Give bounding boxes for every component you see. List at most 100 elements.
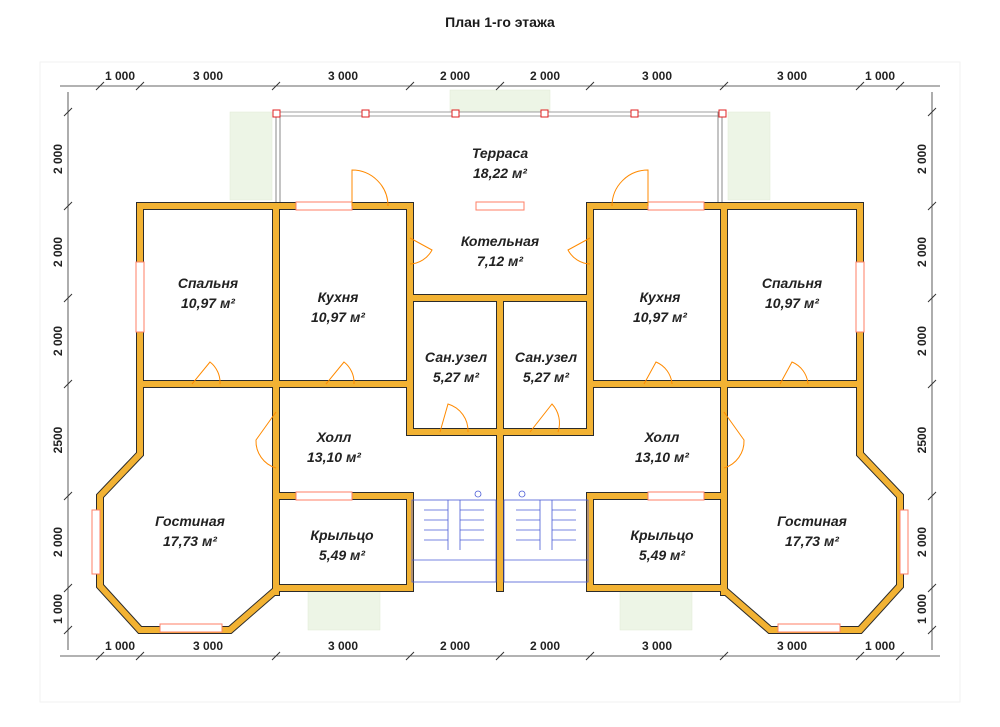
dim-label-right: 2 000 xyxy=(915,527,929,557)
dim-label-left: 2 000 xyxy=(51,237,65,267)
dim-tick-bottom xyxy=(855,651,865,661)
dim-label-bottom: 3 000 xyxy=(193,639,223,653)
room-area: 13,10 м² xyxy=(307,449,361,465)
dim-tick-right xyxy=(927,379,937,389)
dim-label-bottom: 2 000 xyxy=(440,639,470,653)
room-name: Терраса xyxy=(472,145,528,161)
wall-12 xyxy=(97,381,281,633)
room-label: Сан.узел 5,27 м² xyxy=(515,349,577,385)
room-label: Холл 13,10 м² xyxy=(635,429,689,465)
dim-tick-top xyxy=(895,81,905,91)
room-name: Крыльцо xyxy=(310,527,374,543)
dim-label-top: 3 000 xyxy=(193,69,223,83)
room-area: 10,97 м² xyxy=(181,295,235,311)
dim-label-bottom: 2 000 xyxy=(530,639,560,653)
dim-label-left: 2 000 xyxy=(51,326,65,356)
room-area: 10,97 м² xyxy=(765,295,819,311)
stairs-left xyxy=(411,490,497,583)
room-name: Крыльцо xyxy=(630,527,694,543)
wall-13 xyxy=(719,381,903,633)
dim-tick-right xyxy=(927,625,937,635)
dim-tick-right xyxy=(927,107,937,117)
dim-label-bottom: 1 000 xyxy=(105,639,135,653)
dim-tick-left xyxy=(63,201,73,211)
dim-tick-left xyxy=(63,107,73,117)
room-area: 5,27 м² xyxy=(433,369,479,385)
dim-tick-top xyxy=(405,81,415,91)
room-name: Спальня xyxy=(762,275,822,291)
dim-label-left: 2 000 xyxy=(51,144,65,174)
room-name: Сан.узел xyxy=(515,349,577,365)
dim-tick-right xyxy=(927,491,937,501)
plan-title: План 1-го этажа xyxy=(445,14,555,30)
room-label: Холл 13,10 м² xyxy=(307,429,361,465)
wall-outline-13 xyxy=(718,380,904,634)
dim-label-top: 3 000 xyxy=(328,69,358,83)
dimension-lines xyxy=(60,81,940,661)
room-name: Холл xyxy=(316,429,352,445)
room-name: Холл xyxy=(644,429,680,445)
terrace-step-top xyxy=(449,89,551,113)
dim-label-top: 3 000 xyxy=(642,69,672,83)
dim-label-right: 1 000 xyxy=(915,594,929,624)
dim-tick-bottom xyxy=(405,651,415,661)
dimension-labels: 1 000 3 000 3 000 2 000 2 000 3 000 3 000 1 000… xyxy=(51,69,929,653)
dim-tick-top xyxy=(855,81,865,91)
dim-tick-bottom xyxy=(135,651,145,661)
dim-label-top: 1 000 xyxy=(105,69,135,83)
terrace-step-right xyxy=(727,111,771,201)
dim-label-left: 1 000 xyxy=(51,594,65,624)
room-name: Гостиная xyxy=(155,513,225,529)
dim-label-right: 2 000 xyxy=(915,144,929,174)
dim-label-top: 2 000 xyxy=(440,69,470,83)
dim-label-right: 2500 xyxy=(915,426,929,453)
room-name: Кухня xyxy=(318,289,359,305)
dim-label-right: 2 000 xyxy=(915,237,929,267)
room-label: Гостиная 17,73 м² xyxy=(155,513,225,549)
room-label: Кухня 10,97 м² xyxy=(633,289,687,325)
dim-tick-left xyxy=(63,625,73,635)
dim-tick-bottom xyxy=(585,651,595,661)
room-area: 17,73 м² xyxy=(163,533,217,549)
dim-tick-left xyxy=(63,293,73,303)
room-area: 13,10 м² xyxy=(635,449,689,465)
dim-tick-top xyxy=(719,81,729,91)
dim-tick-bottom xyxy=(495,651,505,661)
room-area: 10,97 м² xyxy=(311,309,365,325)
windows xyxy=(91,201,909,633)
dim-label-bottom: 1 000 xyxy=(865,639,895,653)
dim-label-right: 2 000 xyxy=(915,326,929,356)
room-area: 18,22 м² xyxy=(473,165,527,181)
room-name: Гостиная xyxy=(777,513,847,529)
stairs-right xyxy=(503,490,589,583)
room-label: Спальня 10,97 м² xyxy=(762,275,822,311)
room-area: 5,27 м² xyxy=(523,369,569,385)
terrace-step-left xyxy=(229,111,273,201)
dim-label-bottom: 3 000 xyxy=(777,639,807,653)
dim-tick-bottom xyxy=(895,651,905,661)
doors xyxy=(191,169,809,469)
dim-label-left: 2500 xyxy=(51,426,65,453)
dim-label-top: 2 000 xyxy=(530,69,560,83)
room-name: Котельная xyxy=(461,233,539,249)
dim-tick-left xyxy=(63,491,73,501)
dim-label-top: 3 000 xyxy=(777,69,807,83)
dim-tick-bottom xyxy=(95,651,105,661)
dim-tick-left xyxy=(63,583,73,593)
room-area: 10,97 м² xyxy=(633,309,687,325)
dim-tick-top xyxy=(95,81,105,91)
dim-tick-right xyxy=(927,583,937,593)
outer-frame xyxy=(39,61,961,703)
walls xyxy=(97,203,903,633)
dim-label-bottom: 3 000 xyxy=(642,639,672,653)
room-name: Кухня xyxy=(640,289,681,305)
dim-label-left: 2 000 xyxy=(51,527,65,557)
